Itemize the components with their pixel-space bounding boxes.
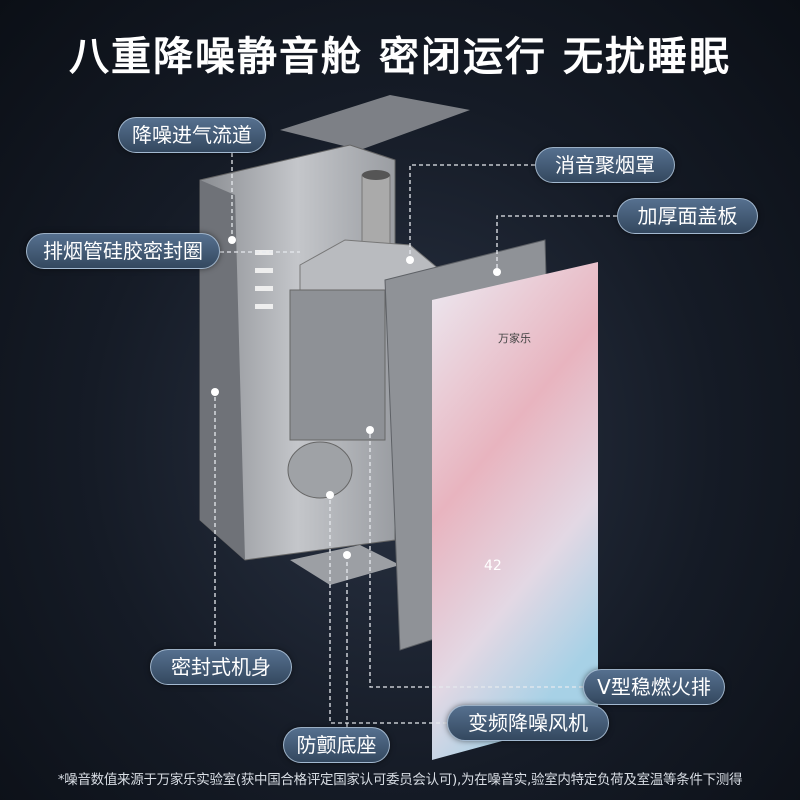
display-readout: 42: [484, 558, 502, 574]
fan: [287, 441, 353, 499]
label-anti-vibration-base: 防颤底座: [283, 727, 390, 763]
label-sealed-body: 密封式机身: [150, 649, 292, 685]
footnote: *噪音数值来源于万家乐实验室(获中国合格评定国家认可委员会认可),为在噪音实,验…: [57, 772, 743, 788]
headline-part-2: 密闭运行: [379, 34, 547, 80]
headline-part-3: 无扰睡眠: [563, 34, 731, 80]
label-inverter-fan: 变频降噪风机: [447, 705, 609, 741]
top-plate: [280, 95, 470, 150]
label-muffler-hood: 消音聚烟罩: [535, 147, 675, 183]
label-intake-channel: 降噪进气流道: [118, 117, 266, 153]
heat-exchanger: [289, 289, 386, 441]
label-v-burner: V型稳燃火排: [583, 669, 725, 705]
leader-dots: [211, 236, 501, 559]
headline-part-1: 八重降噪静音舱: [69, 34, 363, 80]
headline: 八重降噪静音舱密闭运行无扰睡眠: [0, 24, 800, 82]
label-flue-seal: 排烟管硅胶密封圈: [26, 233, 220, 269]
body-side: [200, 180, 245, 560]
brand-logo: 万家乐: [498, 331, 531, 345]
base-bracket: [290, 545, 400, 585]
front-glass-panel: [432, 262, 598, 760]
label-thick-cover: 加厚面盖板: [617, 198, 758, 234]
